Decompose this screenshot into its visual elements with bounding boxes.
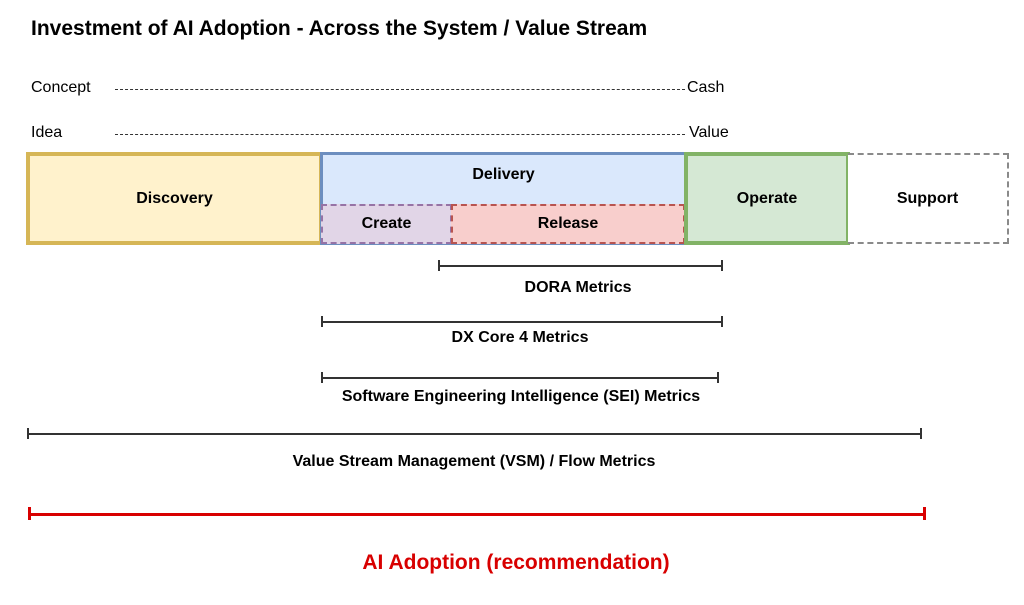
substage-release: Release xyxy=(451,204,685,244)
diagram-title: Investment of AI Adoption - Across the S… xyxy=(31,17,648,40)
stage-support-label: Support xyxy=(896,189,959,207)
stage-discovery-label: Discovery xyxy=(136,189,213,207)
ai-adoption-label: AI Adoption (recommendation) xyxy=(362,551,670,574)
range-end-cash: Cash xyxy=(687,79,725,96)
substage-create-label: Create xyxy=(361,215,412,232)
range-start-idea: Idea xyxy=(31,124,63,141)
substage-release-label: Release xyxy=(537,215,599,232)
stage-operate: Operate xyxy=(684,152,850,245)
range-start-concept: Concept xyxy=(31,79,91,96)
vsm-flow-metrics-label: Value Stream Management (VSM) / Flow Met… xyxy=(292,453,656,470)
stage-discovery: Discovery xyxy=(26,152,323,245)
concept-cash-dashed-line xyxy=(115,89,685,90)
range-end-value: Value xyxy=(689,124,729,141)
idea-value-dashed-line xyxy=(115,134,685,135)
stage-support: Support xyxy=(848,153,1009,244)
substage-create: Create xyxy=(321,204,452,244)
stage-delivery-label: Delivery xyxy=(472,166,535,183)
dora-metrics-label: DORA Metrics xyxy=(524,279,632,296)
sei-metrics-label: Software Engineering Intelligence (SEI) … xyxy=(341,388,701,405)
stage-operate-label: Operate xyxy=(736,189,798,207)
dx-core4-metrics-label: DX Core 4 Metrics xyxy=(451,329,589,346)
